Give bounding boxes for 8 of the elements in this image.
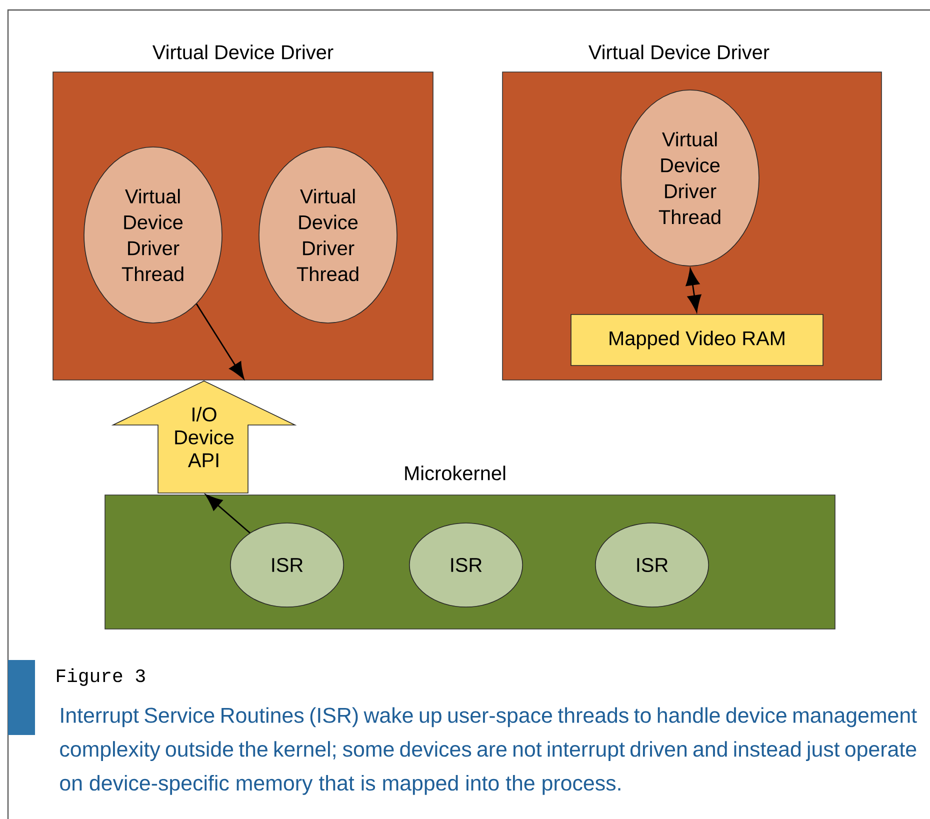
memory-box: Mapped Video RAM — [570, 314, 824, 366]
caption: Interrupt Service Routines (ISR) wake up user-space threads to handle device management complexity outside the kernel; some devices are not interrupt driven and instead just operate on device-specific memory that is mapped into the process. — [60, 707, 917, 795]
box-heading: Microkernel — [405, 466, 506, 480]
arrow — [196, 304, 244, 380]
box-heading: Virtual Device Driver — [588, 44, 770, 60]
arrow — [686, 268, 702, 312]
arrow — [205, 494, 250, 534]
box-heading: Virtual Device Driver — [152, 44, 334, 60]
